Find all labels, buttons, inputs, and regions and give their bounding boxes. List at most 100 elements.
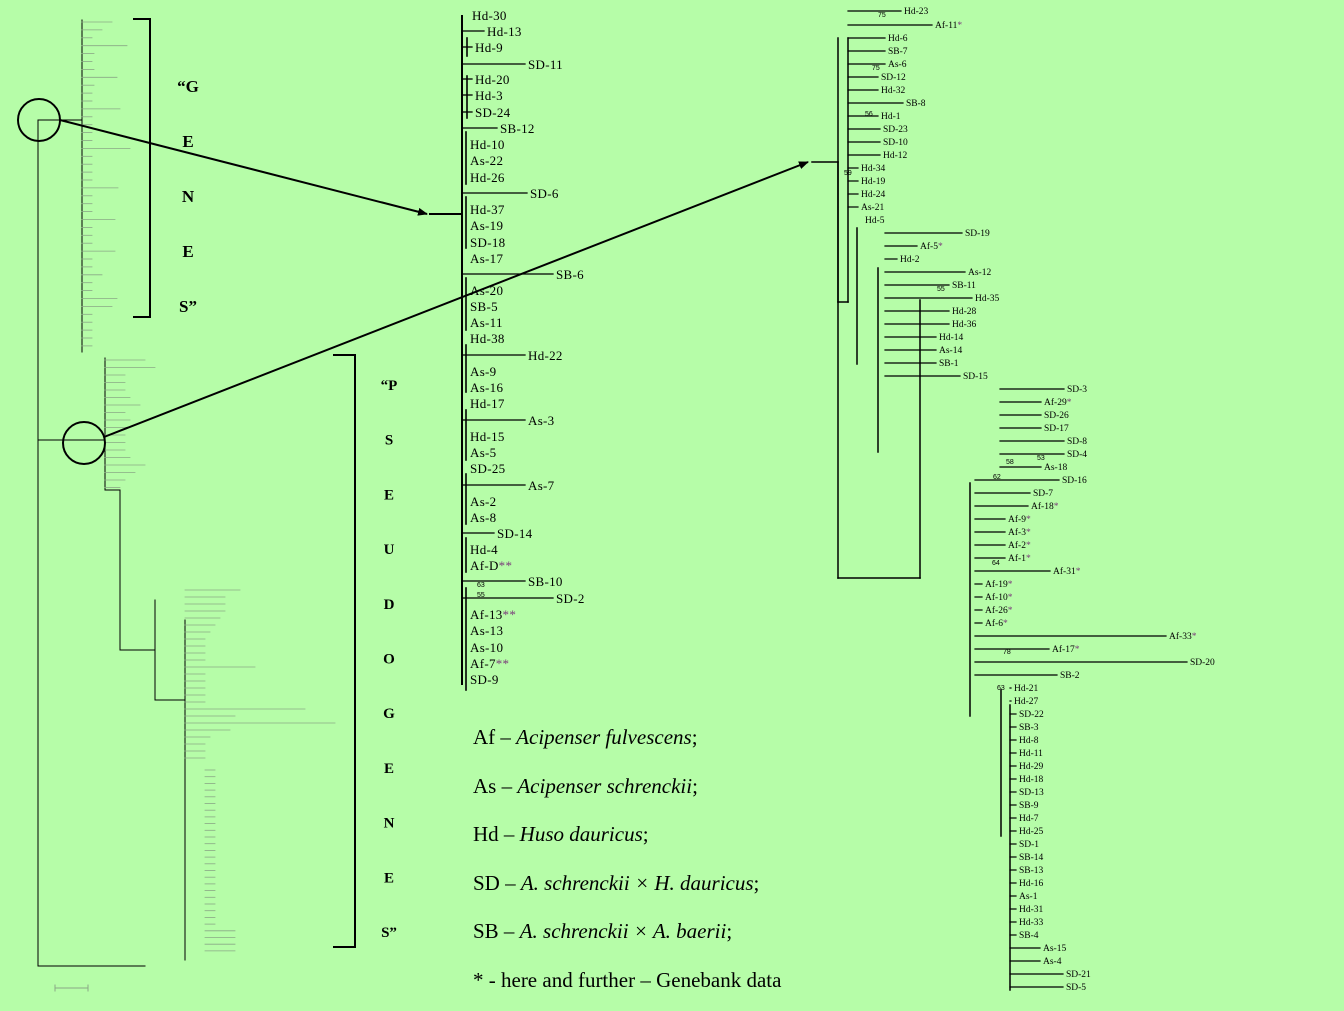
genes-label-letter: N <box>182 187 195 206</box>
genes-leaf-label: As-19 <box>470 218 503 233</box>
pseudo-leaf-label: SD-13 <box>1019 788 1044 798</box>
pseudo-leaf-label: SD-7 <box>1033 489 1053 499</box>
pseudo-leaf-label: Hd-18 <box>1019 775 1044 785</box>
genes-leaf-label: As-8 <box>470 510 496 525</box>
pseudo-leaf-label: Hd-24 <box>861 190 886 200</box>
genes-label-letter: E <box>182 242 193 261</box>
pseudo-leaf-label: Hd-19 <box>861 177 886 187</box>
pseudogenes-label-letter: N <box>384 816 395 832</box>
pseudogenes-label-letter: E <box>384 761 394 777</box>
genes-bootstrap-value: 63 <box>477 582 485 589</box>
pseudo-leaf-label: Hd-28 <box>952 307 977 317</box>
pseudo-leaf-label: As-1 <box>1019 892 1038 902</box>
genes-leaf-label: Hd-10 <box>470 137 505 152</box>
genes-leaf-label: As-20 <box>470 283 503 298</box>
genes-leaf-label: Hd-26 <box>470 170 505 185</box>
genes-leaf-label: SB-6 <box>556 267 584 282</box>
genes-leaf-label: SB-12 <box>500 121 535 136</box>
pseudo-leaf-label: Af-3* <box>1008 527 1031 538</box>
genes-label-letter: S” <box>179 297 197 316</box>
genes-tree: Hd-30Hd-13Hd-9SD-11Hd-20Hd-3SD-24SB-12Hd… <box>430 8 585 690</box>
pseudo-leaf-label: Hd-31 <box>1019 905 1044 915</box>
pseudo-leaf-label: Af-6* <box>985 618 1008 629</box>
pseudo-leaf-label: Af-11* <box>935 20 962 31</box>
pseudo-leaf-label: SD-4 <box>1067 450 1087 460</box>
pseudo-leaf-label: Af-33* <box>1169 631 1197 642</box>
pseudo-leaf-label: Af-10* <box>985 592 1013 603</box>
pseudo-leaf-label: As-15 <box>1043 944 1066 954</box>
pseudo-leaf-label: Hd-35 <box>975 294 1000 304</box>
pseudogenes-label-letter: D <box>384 597 395 613</box>
pseudo-bootstrap-value: 62 <box>993 474 1001 481</box>
pseudo-leaf-label: SB-14 <box>1019 853 1044 863</box>
pseudo-leaf-label: SB-13 <box>1019 866 1044 876</box>
genes-leaf-label: As-11 <box>470 315 503 330</box>
pseudo-leaf-label: SB-2 <box>1060 671 1080 681</box>
pseudo-leaf-label: SD-16 <box>1062 476 1087 486</box>
pseudo-leaf-label: Hd-7 <box>1019 814 1039 824</box>
pseudo-leaf-label: SD-21 <box>1066 970 1091 980</box>
pseudo-leaf-label: As-21 <box>861 203 884 213</box>
genes-leaf-label: Af-13** <box>470 607 516 622</box>
pseudo-leaf-label: SD-5 <box>1066 983 1086 993</box>
genes-leaf-label: Hd-9 <box>475 40 503 55</box>
genes-leaf-label: As-5 <box>470 445 496 460</box>
pseudo-leaf-label: As-12 <box>968 268 991 278</box>
pseudo-leaf-label: As-18 <box>1044 463 1067 473</box>
pseudo-leaf-label: SD-1 <box>1019 840 1039 850</box>
genes-leaf-label: As-16 <box>470 380 503 395</box>
pseudo-bootstrap-value: 55 <box>937 286 945 293</box>
pseudo-leaf-label: SD-23 <box>883 125 908 135</box>
pseudogenes-label-letter: “P <box>381 378 398 394</box>
pseudogenes-label-letter: O <box>383 652 395 668</box>
pseudo-leaf-label: Hd-32 <box>881 86 906 96</box>
pseudo-leaf-label: SD-3 <box>1067 385 1087 395</box>
genes-leaf-label: SD-25 <box>470 461 505 476</box>
legend-item-as: As – Acipenser schrenckii; <box>473 769 781 818</box>
pseudo-leaf-label: Af-1* <box>1008 553 1031 564</box>
genes-leaf-label: SB-10 <box>528 574 563 589</box>
genes-leaf-label: SD-14 <box>497 526 533 541</box>
genes-leaf-label: Hd-20 <box>475 72 510 87</box>
genes-leaf-label: As-9 <box>470 364 496 379</box>
pseudo-leaf-label: SB-3 <box>1019 723 1039 733</box>
genes-leaf-label: As-3 <box>528 413 554 428</box>
pseudo-leaf-label: Hd-1 <box>881 112 901 122</box>
genes-leaf-label: Hd-22 <box>528 348 563 363</box>
pseudo-leaf-label: SB-8 <box>906 99 926 109</box>
pseudo-leaf-label: SD-19 <box>965 229 990 239</box>
legend-item-sd: SD – A. schrenckii × H. dauricus; <box>473 866 781 915</box>
genes-leaf-label: As-7 <box>528 478 555 493</box>
pseudo-leaf-label: SD-12 <box>881 73 906 83</box>
pseudo-leaf-label: SB-7 <box>888 47 908 57</box>
genes-label-letter: E <box>182 132 193 151</box>
genes-bootstrap-value: 55 <box>477 592 485 599</box>
genes-leaf-label: Hd-30 <box>472 8 507 23</box>
pseudo-leaf-label: SD-8 <box>1067 437 1087 447</box>
pseudogenes-label-letter: E <box>384 487 394 503</box>
pseudo-leaf-label: Af-18* <box>1031 501 1059 512</box>
pseudo-leaf-label: Af-5* <box>920 241 943 252</box>
pseudo-leaf-label: SD-17 <box>1044 424 1069 434</box>
pseudogenes-label-letter: G <box>383 706 395 722</box>
genes-leaf-label: SD-9 <box>470 672 499 687</box>
pseudo-leaf-label: SD-22 <box>1019 710 1044 720</box>
pseudo-leaf-label: Af-9* <box>1008 514 1031 525</box>
pseudogenes-highlight-circle <box>63 422 105 464</box>
pseudo-leaf-label: Hd-21 <box>1014 684 1039 694</box>
legend-item-af: Af – Acipenser fulvescens; <box>473 720 781 769</box>
pseudo-bootstrap-value: 53 <box>1037 455 1045 462</box>
genes-leaf-label: Af-7** <box>470 656 509 671</box>
pseudo-leaf-label: Hd-29 <box>1019 762 1044 772</box>
pseudo-leaf-label: Hd-36 <box>952 320 977 330</box>
genes-leaf-label: SD-2 <box>556 591 585 606</box>
pseudo-leaf-label: Hd-6 <box>888 34 908 44</box>
genes-leaf-label: Hd-4 <box>470 542 498 557</box>
pseudo-leaf-label: Hd-27 <box>1014 697 1039 707</box>
overview-tree <box>38 20 335 991</box>
pseudo-leaf-label: Hd-12 <box>883 151 908 161</box>
pseudo-leaf-label: Af-26* <box>985 605 1013 616</box>
genes-leaf-label: SD-6 <box>530 186 559 201</box>
pseudo-leaf-label: SD-20 <box>1190 658 1215 668</box>
